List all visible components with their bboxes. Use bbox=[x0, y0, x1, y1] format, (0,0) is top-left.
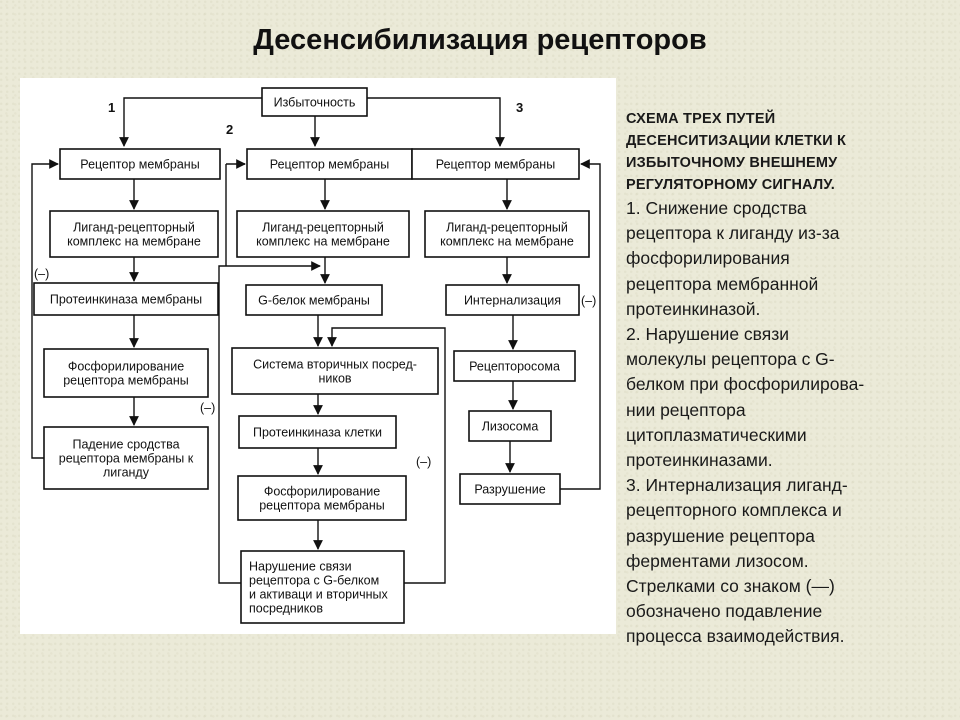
path-number-1: 1 bbox=[108, 100, 115, 115]
path2-feedback-upper-arrow bbox=[218, 261, 321, 584]
path3-box-3: Интернализация bbox=[445, 284, 580, 316]
excess-to-path3-arrow bbox=[367, 97, 505, 147]
side-text-line: нии рецептора bbox=[626, 399, 746, 420]
path3-box-6-label: Разрушение bbox=[474, 483, 545, 497]
side-text-line: 1. Снижение сродства bbox=[626, 198, 807, 218]
side-text-line: белком при фосфорилирова- bbox=[626, 374, 865, 395]
side-description: СХЕМА ТРЕХ ПУТЕЙ ДЕСЕНСИТИЗАЦИИ КЛЕТКИ К И… bbox=[626, 108, 946, 650]
path2-box-1: Рецептор мембраны bbox=[246, 148, 413, 180]
path3-box-6: Разрушение bbox=[459, 473, 561, 505]
path1-box-5-label: лиганду bbox=[103, 466, 150, 480]
path3-box-4: Рецепторосома bbox=[453, 350, 576, 382]
side-text-line: Стрелками со знаком (—) bbox=[626, 576, 835, 597]
path2-box-1-label: Рецептор мембраны bbox=[270, 158, 389, 172]
side-heading-line: ИЗБЫТОЧНОМУ ВНЕШНЕМУ bbox=[626, 155, 838, 171]
path2-box-7-label: Нарушение связи bbox=[249, 560, 352, 574]
path-number-2: 2 bbox=[226, 122, 233, 137]
path1-feedback-arrow bbox=[31, 159, 59, 459]
path1-box-3: Протеинкиназа мембраны bbox=[33, 282, 219, 316]
excess-box-label: Избыточность bbox=[274, 96, 356, 110]
inhibition-mark-path1-lower: (–) bbox=[200, 401, 215, 415]
path2-feedback-lower-arrow bbox=[327, 327, 446, 584]
side-text-line: рецептора к лиганду из-за bbox=[626, 223, 840, 244]
path2-box-5-label: Протеинкиназа клетки bbox=[253, 426, 382, 440]
side-heading-line: СХЕМА ТРЕХ ПУТЕЙ bbox=[626, 111, 776, 127]
side-text-line: молекулы рецептора с G- bbox=[626, 349, 835, 370]
path3-box-5: Лизосома bbox=[468, 410, 552, 442]
path1-box-2-label: Лиганд-рецепторный bbox=[73, 221, 195, 235]
side-text-line: ферментами лизосом. bbox=[626, 550, 809, 571]
side-body: 1. Снижение сродства рецептора к лиганду … bbox=[626, 196, 946, 650]
path1-box-5-label: Падение сродства bbox=[72, 438, 179, 452]
path3-box-2-label: комплекс на мембране bbox=[440, 235, 574, 249]
inhibition-mark-path3: (–) bbox=[581, 294, 596, 308]
path2-box-4-label: Система вторичных посред- bbox=[253, 358, 417, 372]
side-text-line: процесса взаимодействия. bbox=[626, 626, 845, 647]
page-title: Десенсибилизация рецепторов bbox=[253, 24, 707, 56]
path1-box-2-label: комплекс на мембране bbox=[67, 235, 201, 249]
path3-box-1: Рецептор мембраны bbox=[411, 148, 580, 180]
path2-box-7-label: и активаци и вторичных bbox=[249, 588, 388, 602]
path1-box-4-label: Фосфорилирование bbox=[68, 360, 184, 374]
path2-box-7-label: рецептора с G-белком bbox=[249, 574, 379, 588]
path3-box-4-label: Рецепторосома bbox=[469, 360, 560, 374]
excess-box: Избыточность bbox=[261, 87, 368, 117]
path1-box-4-label: рецептора мембраны bbox=[63, 374, 189, 388]
path2-box-3-label: G-белок мембраны bbox=[258, 294, 370, 308]
path3-box-5-label: Лизосома bbox=[482, 420, 539, 434]
path3-box-1-label: Рецептор мембраны bbox=[436, 158, 555, 172]
side-text-line: рецепторного комплекса и bbox=[626, 500, 842, 521]
path3-box-2-label: Лиганд-рецепторный bbox=[446, 221, 568, 235]
path1-box-1-label: Рецептор мембраны bbox=[80, 158, 199, 172]
inhibition-mark-path2: (–) bbox=[416, 455, 431, 469]
path2-box-3: G-белок мембраны bbox=[245, 284, 383, 316]
side-text-line: разрушение рецептора bbox=[626, 525, 815, 546]
side-heading-line: ДЕСЕНСИТИЗАЦИИ КЛЕТКИ К bbox=[626, 133, 847, 149]
excess-to-path1-arrow bbox=[119, 97, 262, 147]
path2-box-7-label: посредников bbox=[249, 602, 323, 616]
side-text-line: 3. Интернализация лиганд- bbox=[626, 475, 848, 496]
path2-box-4: Система вторичных посред-ников bbox=[231, 347, 439, 395]
path2-box-4-label: ников bbox=[318, 372, 351, 386]
path2-box-2-label: комплекс на мембране bbox=[256, 235, 390, 249]
path1-box-5-label: рецептора мембраны к bbox=[59, 452, 194, 466]
path2-box-2-label: Лиганд-рецепторный bbox=[262, 221, 384, 235]
inhibition-mark-path1: (–) bbox=[34, 267, 49, 281]
path2-box-6-label: рецептора мембраны bbox=[259, 499, 385, 513]
side-text-line: цитоплазматическими bbox=[626, 424, 807, 445]
side-text-line: обозначено подавление bbox=[626, 601, 823, 622]
side-text-line: фосфорилирования bbox=[626, 248, 790, 269]
path1-box-1: Рецептор мембраны bbox=[59, 148, 221, 180]
path3-feedback-arrow bbox=[560, 159, 601, 490]
path1-box-3-label: Протеинкиназа мембраны bbox=[50, 293, 202, 307]
side-text-line: протеинкиназами. bbox=[626, 450, 773, 471]
path2-box-5: Протеинкиназа клетки bbox=[238, 415, 397, 449]
path3-box-3-label: Интернализация bbox=[464, 294, 561, 308]
side-text-line: протеинкиназой. bbox=[626, 298, 761, 319]
side-text-line: рецептора мембранной bbox=[626, 273, 819, 294]
side-text-line: 2. Нарушение связи bbox=[626, 324, 790, 345]
side-heading-line: РЕГУЛЯТОРНОМУ СИГНАЛУ. bbox=[626, 177, 835, 193]
path-number-3: 3 bbox=[516, 100, 523, 115]
side-heading: СХЕМА ТРЕХ ПУТЕЙ ДЕСЕНСИТИЗАЦИИ КЛЕТКИ К И… bbox=[626, 108, 946, 196]
path2-box-6-label: Фосфорилирование bbox=[264, 485, 380, 499]
